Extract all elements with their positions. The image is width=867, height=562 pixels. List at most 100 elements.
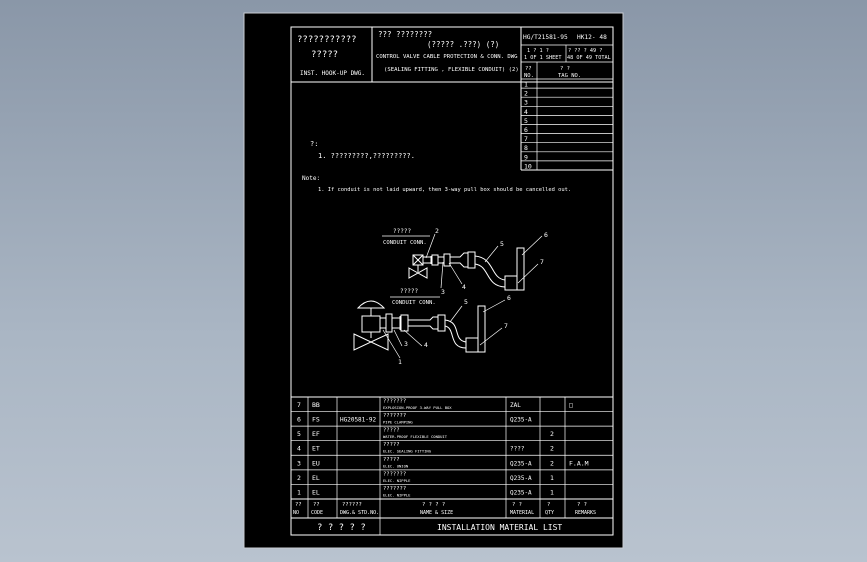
top-callout: 6 bbox=[544, 231, 548, 239]
tag-row-no: 4 bbox=[524, 108, 528, 116]
bottom-callout: 1 bbox=[398, 358, 402, 366]
sheet-code: HK12- 48 bbox=[577, 34, 607, 41]
material-header-qty: QTY bbox=[545, 510, 554, 516]
total-lower: 48 OF 49 TOTAL bbox=[567, 55, 611, 61]
title-center-line2: (????? .???) (?) bbox=[427, 40, 499, 49]
material-row-material: Q235-A bbox=[510, 417, 532, 424]
material-row-qty: 2 bbox=[550, 459, 554, 467]
tag-row-no: 5 bbox=[524, 117, 528, 125]
material-header-code-cn: ?? bbox=[313, 502, 320, 508]
material-row-qty: 1 bbox=[550, 488, 554, 496]
material-header-name: NAME & SIZE bbox=[420, 510, 453, 516]
material-row-no: 7 bbox=[297, 401, 301, 409]
material-row-std: HG20581-92 bbox=[340, 417, 377, 424]
material-list: ? ? ? ? ? INSTALLATION MATERIAL LIST 7 BB… bbox=[291, 396, 613, 535]
material-row-no: 1 bbox=[297, 488, 301, 496]
hookup-diagram-bottom: ????? CONDUIT CONN. bbox=[353, 288, 506, 359]
material-row-material: Q235-A bbox=[510, 460, 532, 467]
tag-row-no: 1 bbox=[524, 81, 528, 89]
material-row-material: ZAL bbox=[510, 402, 521, 409]
drawing-sheet bbox=[243, 12, 624, 549]
material-list-footer-cn: ? ? ? ? ? bbox=[317, 523, 366, 533]
tag-header-no: ??NO. bbox=[524, 66, 534, 79]
drawing-border bbox=[290, 26, 614, 536]
material-header-material: MATERIAL bbox=[510, 510, 534, 516]
hookup-diagram-top: ????? CONDUIT CONN. bbox=[382, 228, 543, 291]
top-callout: 3 bbox=[441, 288, 445, 296]
material-row-name-en: ELEC. UNION bbox=[383, 463, 409, 468]
bottom-cn-label: ????? bbox=[400, 288, 418, 295]
title-left-bottom: INST. HOOK-UP DWG. bbox=[300, 70, 365, 77]
material-header-no-cn: ?? bbox=[295, 502, 302, 508]
top-callout: 7 bbox=[540, 258, 544, 266]
tag-row-no: 3 bbox=[524, 99, 528, 107]
material-row-qty: 2 bbox=[550, 430, 554, 438]
tag-header-tag: ? ?TAG NO. bbox=[558, 66, 581, 79]
tag-row-no: 6 bbox=[524, 126, 528, 134]
top-callout: 5 bbox=[500, 240, 504, 248]
material-row-no: 5 bbox=[297, 430, 301, 438]
material-row-name-cn: ????? bbox=[383, 457, 400, 463]
title-center-line3: CONTROL VALVE CABLE PROTECTION & CONN. D… bbox=[376, 54, 518, 60]
material-row-code: EF bbox=[312, 430, 320, 438]
top-cn-label: ????? bbox=[393, 228, 411, 235]
material-row-name-cn: ????? bbox=[383, 442, 400, 448]
title-left-top: ??????????? bbox=[297, 35, 357, 45]
material-row-qty: 1 bbox=[550, 474, 554, 482]
total-upper: ? ?? ? 49 ? bbox=[568, 48, 602, 54]
top-callouts: 2 3 4 5 6 7 bbox=[435, 227, 548, 296]
material-row-material: Q235-A bbox=[510, 489, 532, 496]
sheet-of-lower: 1 OF 1 SHEET bbox=[524, 55, 561, 61]
material-row-material: ???? bbox=[510, 446, 525, 453]
material-row-name-en: ELEC. SEALING FITTING bbox=[383, 449, 432, 454]
material-header-remarks-cn: ? ? bbox=[577, 502, 587, 508]
material-row-no: 2 bbox=[297, 474, 301, 482]
material-list-footer-en: INSTALLATION MATERIAL LIST bbox=[437, 523, 562, 532]
top-conduit-label: CONDUIT CONN. bbox=[383, 240, 427, 246]
bottom-callout: 7 bbox=[504, 322, 508, 330]
material-row-no: 4 bbox=[297, 445, 301, 453]
material-row-name-en: ELEC. NIPPLE bbox=[383, 492, 411, 497]
title-center-line1: ??? ???????? bbox=[378, 30, 432, 39]
material-header-std: DWG.& STD.NO. bbox=[340, 510, 379, 516]
material-row-code: EU bbox=[312, 459, 320, 467]
material-header-qty-cn: ? bbox=[547, 502, 550, 508]
material-row-remark: □ bbox=[569, 401, 573, 409]
material-row-name-cn: ??????? bbox=[383, 471, 406, 477]
material-header-code: CODE bbox=[311, 510, 323, 516]
title-left-mid: ????? bbox=[311, 50, 338, 60]
material-row-no: 3 bbox=[297, 459, 301, 467]
notes-en-line1: 1. If conduit is not laid upward, then 3… bbox=[318, 187, 571, 193]
material-row-material: Q235-A bbox=[510, 475, 532, 482]
tag-row-no: 2 bbox=[524, 90, 528, 98]
material-header-std-cn: ?????? bbox=[342, 502, 362, 508]
notes-cn-heading: ?: bbox=[310, 140, 318, 148]
material-row-code: BB bbox=[312, 401, 320, 409]
material-header-material-cn: ? ? bbox=[512, 502, 522, 508]
material-row-code: ET bbox=[312, 445, 320, 453]
tag-row-no: 10 bbox=[524, 162, 532, 170]
material-header-name-cn: ? ? ? ? bbox=[422, 502, 445, 508]
material-row-remark: F.A.M bbox=[569, 459, 589, 467]
material-header-remarks: REMARKS bbox=[575, 510, 596, 516]
material-row-code: EL bbox=[312, 488, 320, 496]
material-row-name-en: WATER-PROOF FLEXIBLE CONDUIT bbox=[383, 434, 448, 439]
material-row-name-en: ELEC. NIPPLE bbox=[383, 478, 411, 483]
material-row-code: EL bbox=[312, 474, 320, 482]
tag-row-no: 9 bbox=[524, 153, 528, 161]
material-header-no: NO bbox=[293, 510, 299, 516]
bottom-callout: 5 bbox=[464, 298, 468, 306]
notes-en-heading: Note: bbox=[302, 175, 320, 182]
top-callout: 2 bbox=[435, 227, 439, 235]
material-row-name-cn: ????? bbox=[383, 428, 400, 434]
top-callout: 4 bbox=[462, 283, 466, 291]
bottom-conduit-label: CONDUIT CONN. bbox=[392, 300, 436, 306]
material-row-name-en: EXPLOSION-PROOF 3-WAY PULL BOX bbox=[383, 405, 452, 410]
sheet-of-upper: 1 ? 1 ? bbox=[527, 48, 549, 54]
material-row-name-en: PIPE CLAMPING bbox=[383, 420, 413, 425]
tag-row-no: 8 bbox=[524, 144, 528, 152]
material-row-code: FS bbox=[312, 416, 320, 424]
